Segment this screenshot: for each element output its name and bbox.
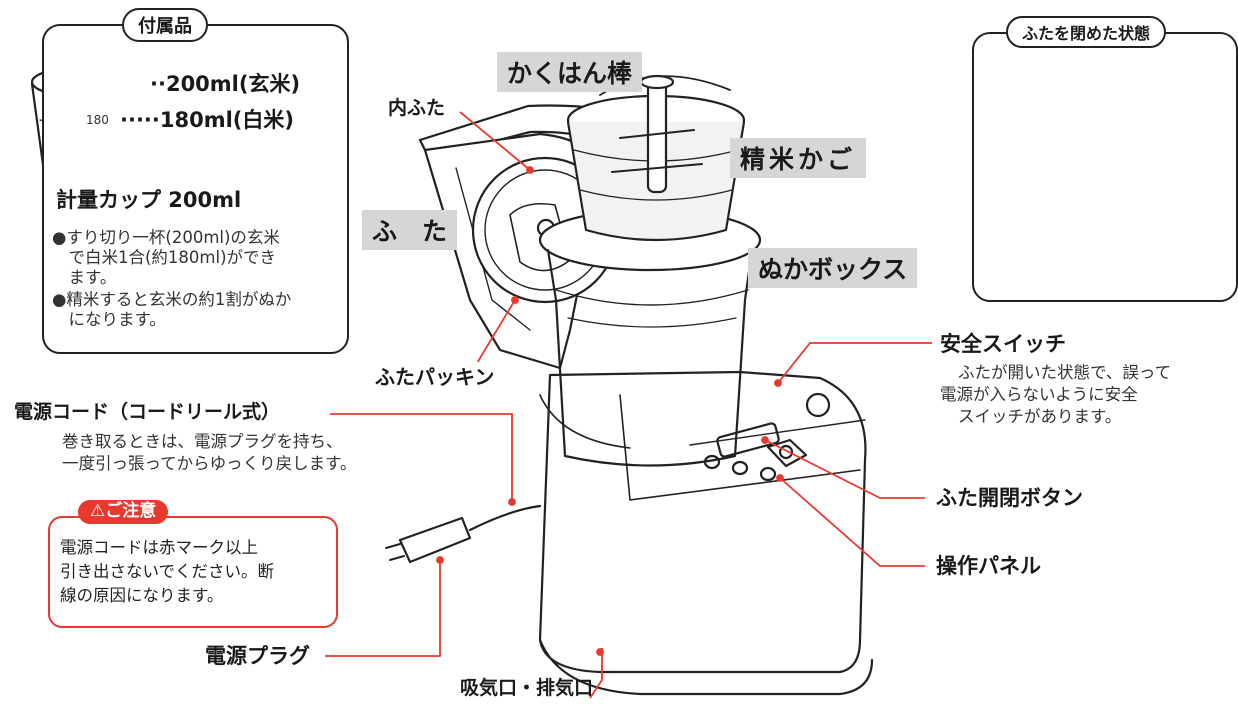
label-vents: 吸気口・排気口 — [460, 677, 594, 699]
label-inner-lid: 内ふた — [388, 97, 446, 119]
safety-note-1: ふたが開いた状態で、誤って — [958, 363, 1172, 382]
accessory-note-1b: で白米1合(約180ml)ができ — [52, 248, 277, 267]
accessories-title: 付属品 — [122, 8, 208, 42]
accessory-note-1a: ●すり切り一杯(200ml)の玄米 — [52, 228, 280, 247]
label-power-cord: 電源コード（コードリール式） — [14, 401, 281, 423]
cup-name: 計量カップ 200ml — [56, 188, 242, 212]
label-control-panel: 操作パネル — [936, 554, 1041, 578]
caution-line-1: 電源コードは赤マーク以上 — [60, 538, 258, 557]
closed-state-box — [972, 32, 1238, 302]
label-lid-button: ふた開閉ボタン — [936, 486, 1083, 510]
closed-state-title: ふたを閉めた状態 — [1006, 16, 1167, 48]
label-lid-packing: ふたパッキン — [375, 365, 495, 389]
accessory-note-2a: ●精米すると玄米の約1割がぬか — [52, 290, 292, 309]
caution-line-3: 線の原因になります。 — [60, 586, 224, 605]
cup-line-180: ·····180ml(白米) — [120, 108, 294, 132]
cord-note-2: 一度引っ張ってからゆっくり戻します。 — [62, 454, 357, 473]
caution-line-2: 引き出さないでください。断 — [60, 562, 275, 581]
label-safety-switch: 安全スイッチ — [940, 332, 1066, 356]
accessory-note-1c: ます。 — [52, 268, 117, 287]
safety-note-2: 電源が入らないように安全 — [940, 385, 1138, 404]
label-bran-box: ぬかボックス — [748, 248, 918, 288]
cup-mark-180: 180 — [86, 113, 109, 127]
cup-line-200: ··200ml(玄米) — [150, 72, 301, 96]
label-power-plug: 電源プラグ — [205, 644, 310, 668]
label-polish-basket: 精米かご — [730, 138, 867, 178]
label-stir-rod: かくはん棒 — [497, 52, 643, 92]
caution-title: ⚠ご注意 — [78, 500, 169, 524]
cord-note-1: 巻き取るときは、電源プラグを持ち、 — [62, 432, 343, 451]
label-lid: ふ た — [362, 210, 458, 250]
safety-note-3: スイッチがあります。 — [958, 407, 1122, 426]
accessory-note-2b: になります。 — [52, 310, 166, 329]
caution-box — [48, 516, 338, 628]
